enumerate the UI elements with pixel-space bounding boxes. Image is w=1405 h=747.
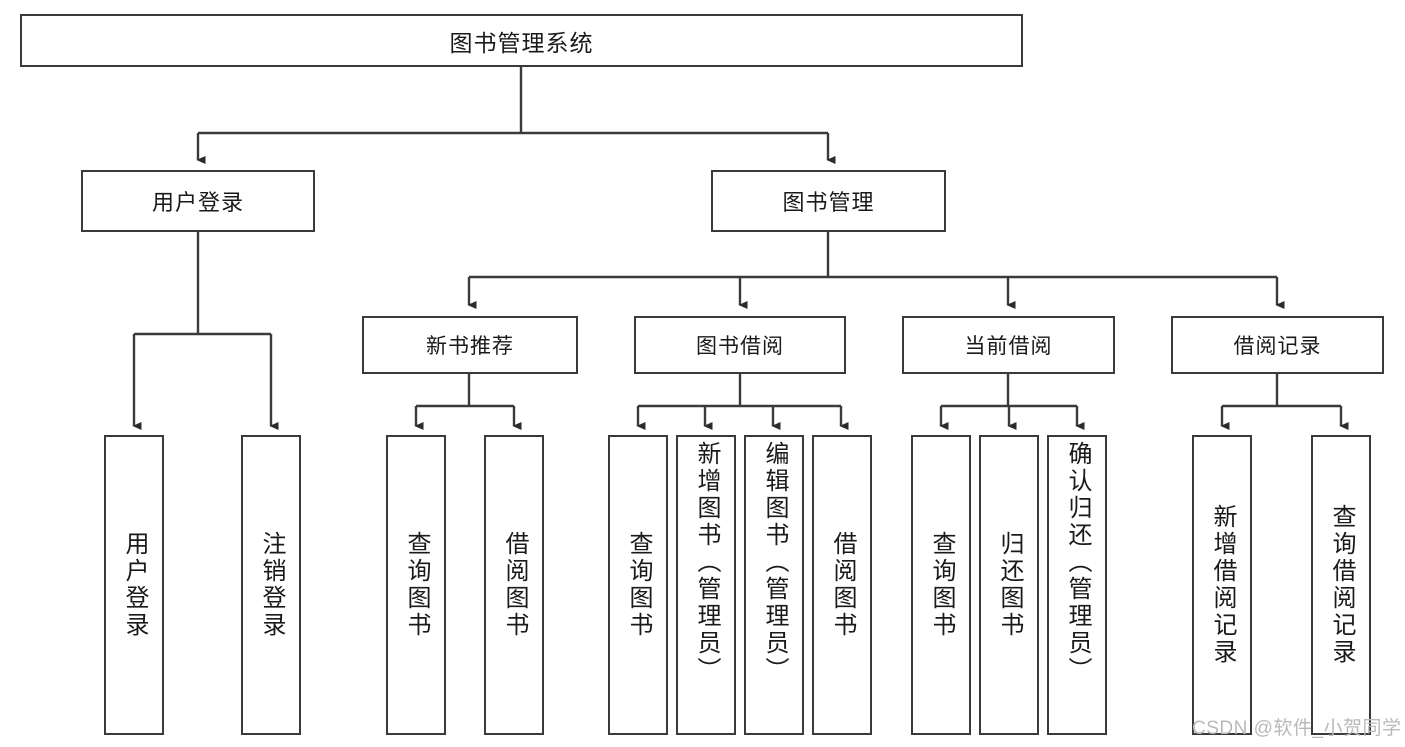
node-label: 归还图书 (995, 531, 1023, 639)
node-label: 用户登录 (120, 531, 148, 639)
watermark-text: CSDN @软件_小贺同学 (1192, 718, 1402, 739)
leaf-current-query-book[interactable]: 查询图书 (911, 435, 971, 735)
node-label: 借阅图书 (500, 531, 528, 639)
node-current-borrow[interactable]: 当前借阅 (902, 316, 1115, 374)
node-label: 查询借阅记录 (1327, 504, 1355, 666)
node-book-borrow[interactable]: 图书借阅 (634, 316, 846, 374)
node-label: 查询图书 (927, 531, 955, 639)
leaf-recommend-query-book[interactable]: 查询图书 (386, 435, 446, 735)
leaf-record-add-borrow-record[interactable]: 新增借阅记录 (1192, 435, 1252, 735)
leaf-current-confirm-return-admin[interactable]: 确认归还（管理员） (1047, 435, 1107, 735)
leaf-user-login-login[interactable]: 用户登录 (104, 435, 164, 735)
node-label: 借阅图书 (828, 531, 856, 639)
node-label: 注销登录 (257, 531, 285, 639)
node-user-login[interactable]: 用户登录 (81, 170, 315, 232)
node-book-management[interactable]: 图书管理 (711, 170, 946, 232)
node-label: 借阅记录 (1233, 335, 1322, 358)
node-label: 新书推荐 (426, 335, 514, 358)
node-label: 查询图书 (402, 531, 430, 639)
node-label: 图书管理系统 (449, 29, 594, 56)
node-label: 查询图书 (624, 531, 652, 639)
leaf-recommend-borrow-book[interactable]: 借阅图书 (484, 435, 544, 735)
leaf-borrow-borrow-book[interactable]: 借阅图书 (812, 435, 872, 735)
leaf-record-query-borrow-record[interactable]: 查询借阅记录 (1311, 435, 1371, 735)
node-label: 新增图书（管理员） (692, 441, 720, 684)
node-label: 确认归还（管理员） (1063, 441, 1091, 684)
leaf-borrow-query-book[interactable]: 查询图书 (608, 435, 668, 735)
node-borrow-record[interactable]: 借阅记录 (1171, 316, 1384, 374)
leaf-borrow-edit-book-admin[interactable]: 编辑图书（管理员） (744, 435, 804, 735)
node-label: 当前借阅 (964, 335, 1053, 358)
node-label: 图书管理 (782, 190, 875, 215)
leaf-user-login-logout[interactable]: 注销登录 (241, 435, 301, 735)
node-label: 编辑图书（管理员） (760, 441, 788, 684)
leaf-borrow-add-book-admin[interactable]: 新增图书（管理员） (676, 435, 736, 735)
leaf-current-return-book[interactable]: 归还图书 (979, 435, 1039, 735)
node-new-book-recommend[interactable]: 新书推荐 (362, 316, 578, 374)
node-label: 新增借阅记录 (1208, 504, 1236, 666)
node-label: 图书借阅 (696, 335, 784, 358)
node-label: 用户登录 (151, 190, 244, 215)
node-root-book-management-system[interactable]: 图书管理系统 (20, 14, 1023, 67)
